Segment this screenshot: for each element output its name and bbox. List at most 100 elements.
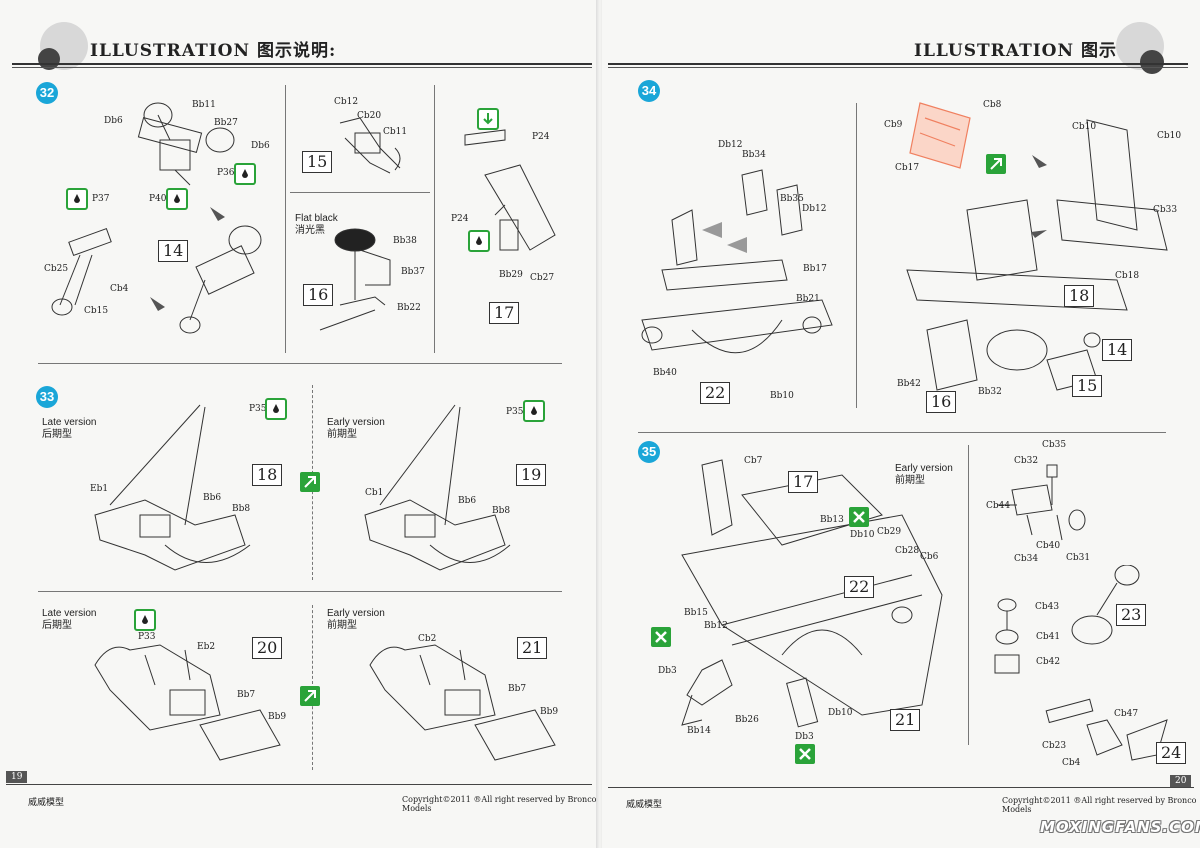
step32-drawing-part15	[339, 117, 401, 174]
step33-drawing-late-frame	[94, 404, 251, 571]
part-label: Cb47	[1114, 709, 1139, 719]
part-label: P24	[451, 214, 469, 224]
part-label: P37	[92, 194, 110, 204]
sub-assembly-number: 19	[516, 464, 547, 486]
sub-assembly-number: 21	[517, 637, 548, 659]
footer-brand: 威威模型	[626, 800, 663, 810]
part-label: Bb8	[492, 506, 511, 516]
version-label: Early version 前期型	[895, 463, 953, 487]
part-label: Db3	[658, 666, 677, 676]
sub-assembly-number: 16	[303, 284, 334, 306]
sub-assembly-number: 24	[1156, 742, 1187, 764]
part-label: Db3	[795, 732, 814, 742]
part-label: Db12	[718, 140, 743, 150]
part-label: Cb4	[1062, 758, 1081, 768]
header-rule	[12, 63, 592, 65]
divider	[968, 445, 969, 745]
paint-note: Flat black 消光黑	[295, 213, 338, 237]
page-left: ILLUSTRATION 图示说明: 32 Bb11 Db6 Bb27 Db6 …	[0, 0, 598, 848]
watermark: MOXINGFANS.COM	[1040, 818, 1200, 836]
part-label: Bb34	[742, 150, 766, 160]
part-label: Bb13	[820, 515, 844, 525]
version-label: Late version 后期型	[42, 608, 96, 632]
sub-assembly-number: 23	[1116, 604, 1147, 626]
sub-assembly-number: 16	[926, 391, 957, 413]
version-label-cn: 前期型	[895, 475, 925, 486]
page-title-right: ILLUSTRATION 图示说明:	[914, 41, 1161, 61]
part-label: Cb28	[895, 546, 920, 556]
sub-assembly-number: 20	[252, 637, 283, 659]
sub-assembly-number: 14	[1102, 339, 1133, 361]
cement-icon	[849, 507, 869, 527]
sub-assembly-number: 18	[1064, 285, 1095, 307]
glue-icon	[234, 163, 256, 185]
part-label: Cb8	[983, 100, 1002, 110]
part-label: Cb33	[1153, 205, 1178, 215]
version-label-cn: 后期型	[42, 429, 72, 440]
sub-assembly-number: 15	[1072, 375, 1103, 397]
step34-drawing-lower-carriage	[641, 169, 833, 354]
version-label-cn: 前期型	[327, 620, 357, 631]
glue-icon	[523, 400, 545, 422]
page-right: ILLUSTRATION 图示说明: 34 Db12 Bb34 Bb35 Db1…	[602, 0, 1200, 848]
version-label-en: Late version	[42, 608, 97, 619]
page-number: 20	[1170, 775, 1192, 787]
part-label: Bb21	[796, 294, 820, 304]
step35-drawing-sight-unit	[997, 464, 1086, 541]
part-label: Cb25	[44, 264, 69, 274]
step33-drawing-early-frame	[364, 404, 511, 571]
step32-drawing-part17	[464, 129, 556, 251]
step35-drawing-periscope	[994, 565, 1140, 674]
part-label: Bb14	[687, 726, 711, 736]
part-label: P33	[138, 632, 156, 642]
sub-assembly-number: 15	[302, 151, 333, 173]
sub-assembly-number: 14	[158, 240, 189, 262]
part-label: Bb9	[540, 707, 559, 717]
step-badge-34: 34	[638, 80, 660, 102]
section-divider	[638, 432, 1166, 433]
part-label: P24	[532, 132, 550, 142]
part-label: Bb26	[735, 715, 759, 725]
version-label: Late version 后期型	[42, 417, 96, 441]
part-label: P35	[249, 404, 267, 414]
part-label: Cb44	[986, 501, 1011, 511]
version-label-cn: 后期型	[42, 620, 72, 631]
header-rule	[608, 63, 1188, 65]
part-label: Cb42	[1036, 657, 1061, 667]
part-label: Bb6	[458, 496, 477, 506]
footer-copyright: Copyright©2011 ®All right reserved by Br…	[1002, 796, 1197, 814]
part-label: Cb18	[1115, 271, 1140, 281]
part-label: Bb17	[803, 264, 827, 274]
section-divider	[38, 591, 562, 592]
divider	[434, 85, 435, 353]
glue-icon	[134, 609, 156, 631]
part-label: Db6	[251, 141, 270, 151]
part-label: Cb9	[884, 120, 903, 130]
glue-icon	[265, 398, 287, 420]
part-label: Bb40	[653, 368, 677, 378]
part-label: Cb43	[1035, 602, 1060, 612]
part-label: Cb41	[1036, 632, 1061, 642]
part-label: Cb2	[418, 634, 437, 644]
step-badge-32: 32	[36, 82, 58, 104]
step32-drawing-wheel-assembly	[51, 102, 262, 334]
part-label: Cb4	[110, 284, 129, 294]
part-label: Cb10	[1072, 122, 1097, 132]
glue-icon	[66, 188, 88, 210]
part-label: P35	[506, 407, 524, 417]
part-label: Cb20	[357, 111, 382, 121]
sub-assembly-number: 17	[489, 302, 520, 324]
step33-drawing-late-base	[94, 644, 281, 761]
part-label: Cb34	[1014, 554, 1039, 564]
part-label: Bb15	[684, 608, 708, 618]
part-label: Db10	[828, 708, 853, 718]
part-label: Cb15	[84, 306, 109, 316]
page-number: 19	[6, 771, 28, 783]
part-label: Cb29	[877, 527, 902, 537]
part-label: Cb10	[1157, 131, 1182, 141]
sub-assembly-number: 21	[890, 709, 921, 731]
part-label: Cb6	[920, 552, 939, 562]
part-label: Bb11	[192, 100, 216, 110]
section-divider	[38, 363, 562, 364]
part-label: Bb22	[397, 303, 421, 313]
